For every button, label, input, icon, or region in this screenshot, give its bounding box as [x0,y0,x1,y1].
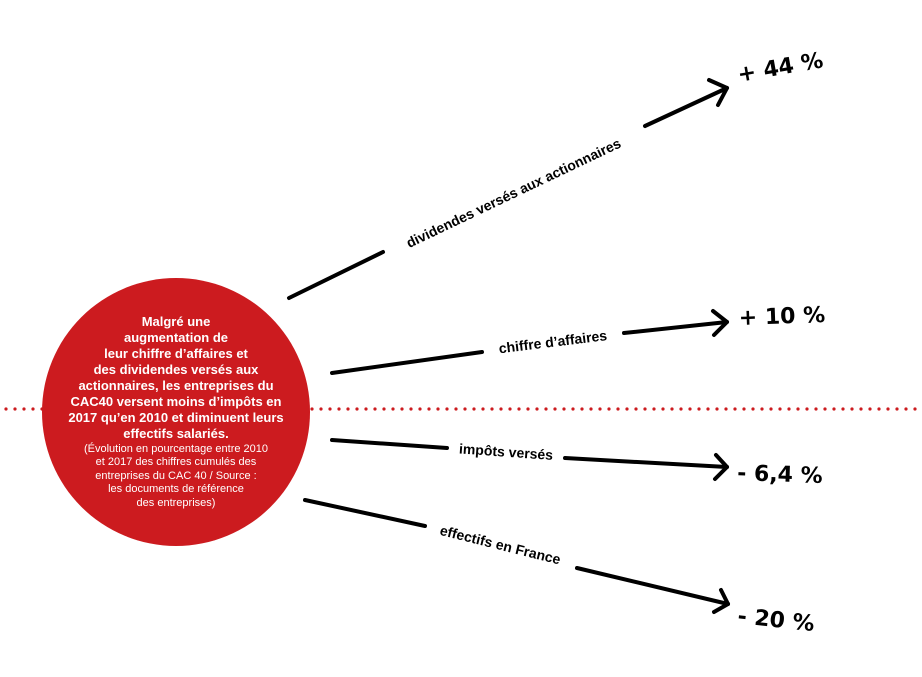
center-source-note: (Évolution en pourcentage entre 2010 et … [84,443,268,511]
branch-line-segment [330,350,484,375]
center-line: Malgré une [141,313,211,329]
branch-dividends: dividendes versés aux actionnaires + 44 … [287,48,825,300]
branch-line-segment [287,250,385,300]
branch-label-dividends: dividendes versés aux actionnaires [404,135,624,251]
branch-label-taxes: impôts versés [459,440,554,463]
note-line: (Évolution en pourcentage entre 2010 [83,442,269,455]
note-line: des entreprises) [136,496,216,509]
branch-line-segment [575,566,730,606]
branch-line-segment [643,86,729,128]
branch-label-revenue: chiffre d’affaires [498,327,608,356]
center-line: des dividendes versés aux [93,361,259,377]
note-line: entreprises du CAC 40 / Source : [95,469,257,482]
center-line: leur chiffre d’affaires et [104,345,248,361]
arrow-head-icon [712,588,730,614]
branch-line-segment [330,438,449,450]
note-line: les documents de référence [108,483,244,496]
value-label-dividends: + 44 % [736,48,825,88]
center-line: augmentation de [123,329,228,345]
center-line: CAC40 versent moins d’impôts en [70,393,282,409]
branch-label-workforce: effectifs en France [438,522,562,568]
value-label-taxes: - 6,4 % [737,461,823,489]
arrow-head-icon [711,309,729,337]
center-line: effectifs salariés. [123,425,229,441]
center-statement: Malgré une augmentation de leur chiffre … [68,314,283,442]
value-label-revenue: + 10 % [738,303,825,331]
branch-revenue: chiffre d’affaires + 10 % [330,303,826,375]
arrow-head-icon [707,78,729,107]
branch-line-segment [563,456,729,469]
branch-taxes: impôts versés - 6,4 % [330,438,823,489]
center-line: 2017 qu’en 2010 et diminuent leurs [68,409,284,425]
value-label-workforce: - 20 % [736,604,815,637]
branch-line-segment [622,320,729,335]
center-circle [42,278,310,546]
arrow-head-icon [713,453,729,481]
center-text: Malgré une augmentation de leur chiffre … [42,278,310,546]
center-line: actionnaires, les entreprises du [78,377,274,393]
branch-workforce: effectifs en France - 20 % [303,498,816,637]
note-line: et 2017 des chiffres cumulés des [95,456,257,469]
branch-line-segment [303,498,427,528]
